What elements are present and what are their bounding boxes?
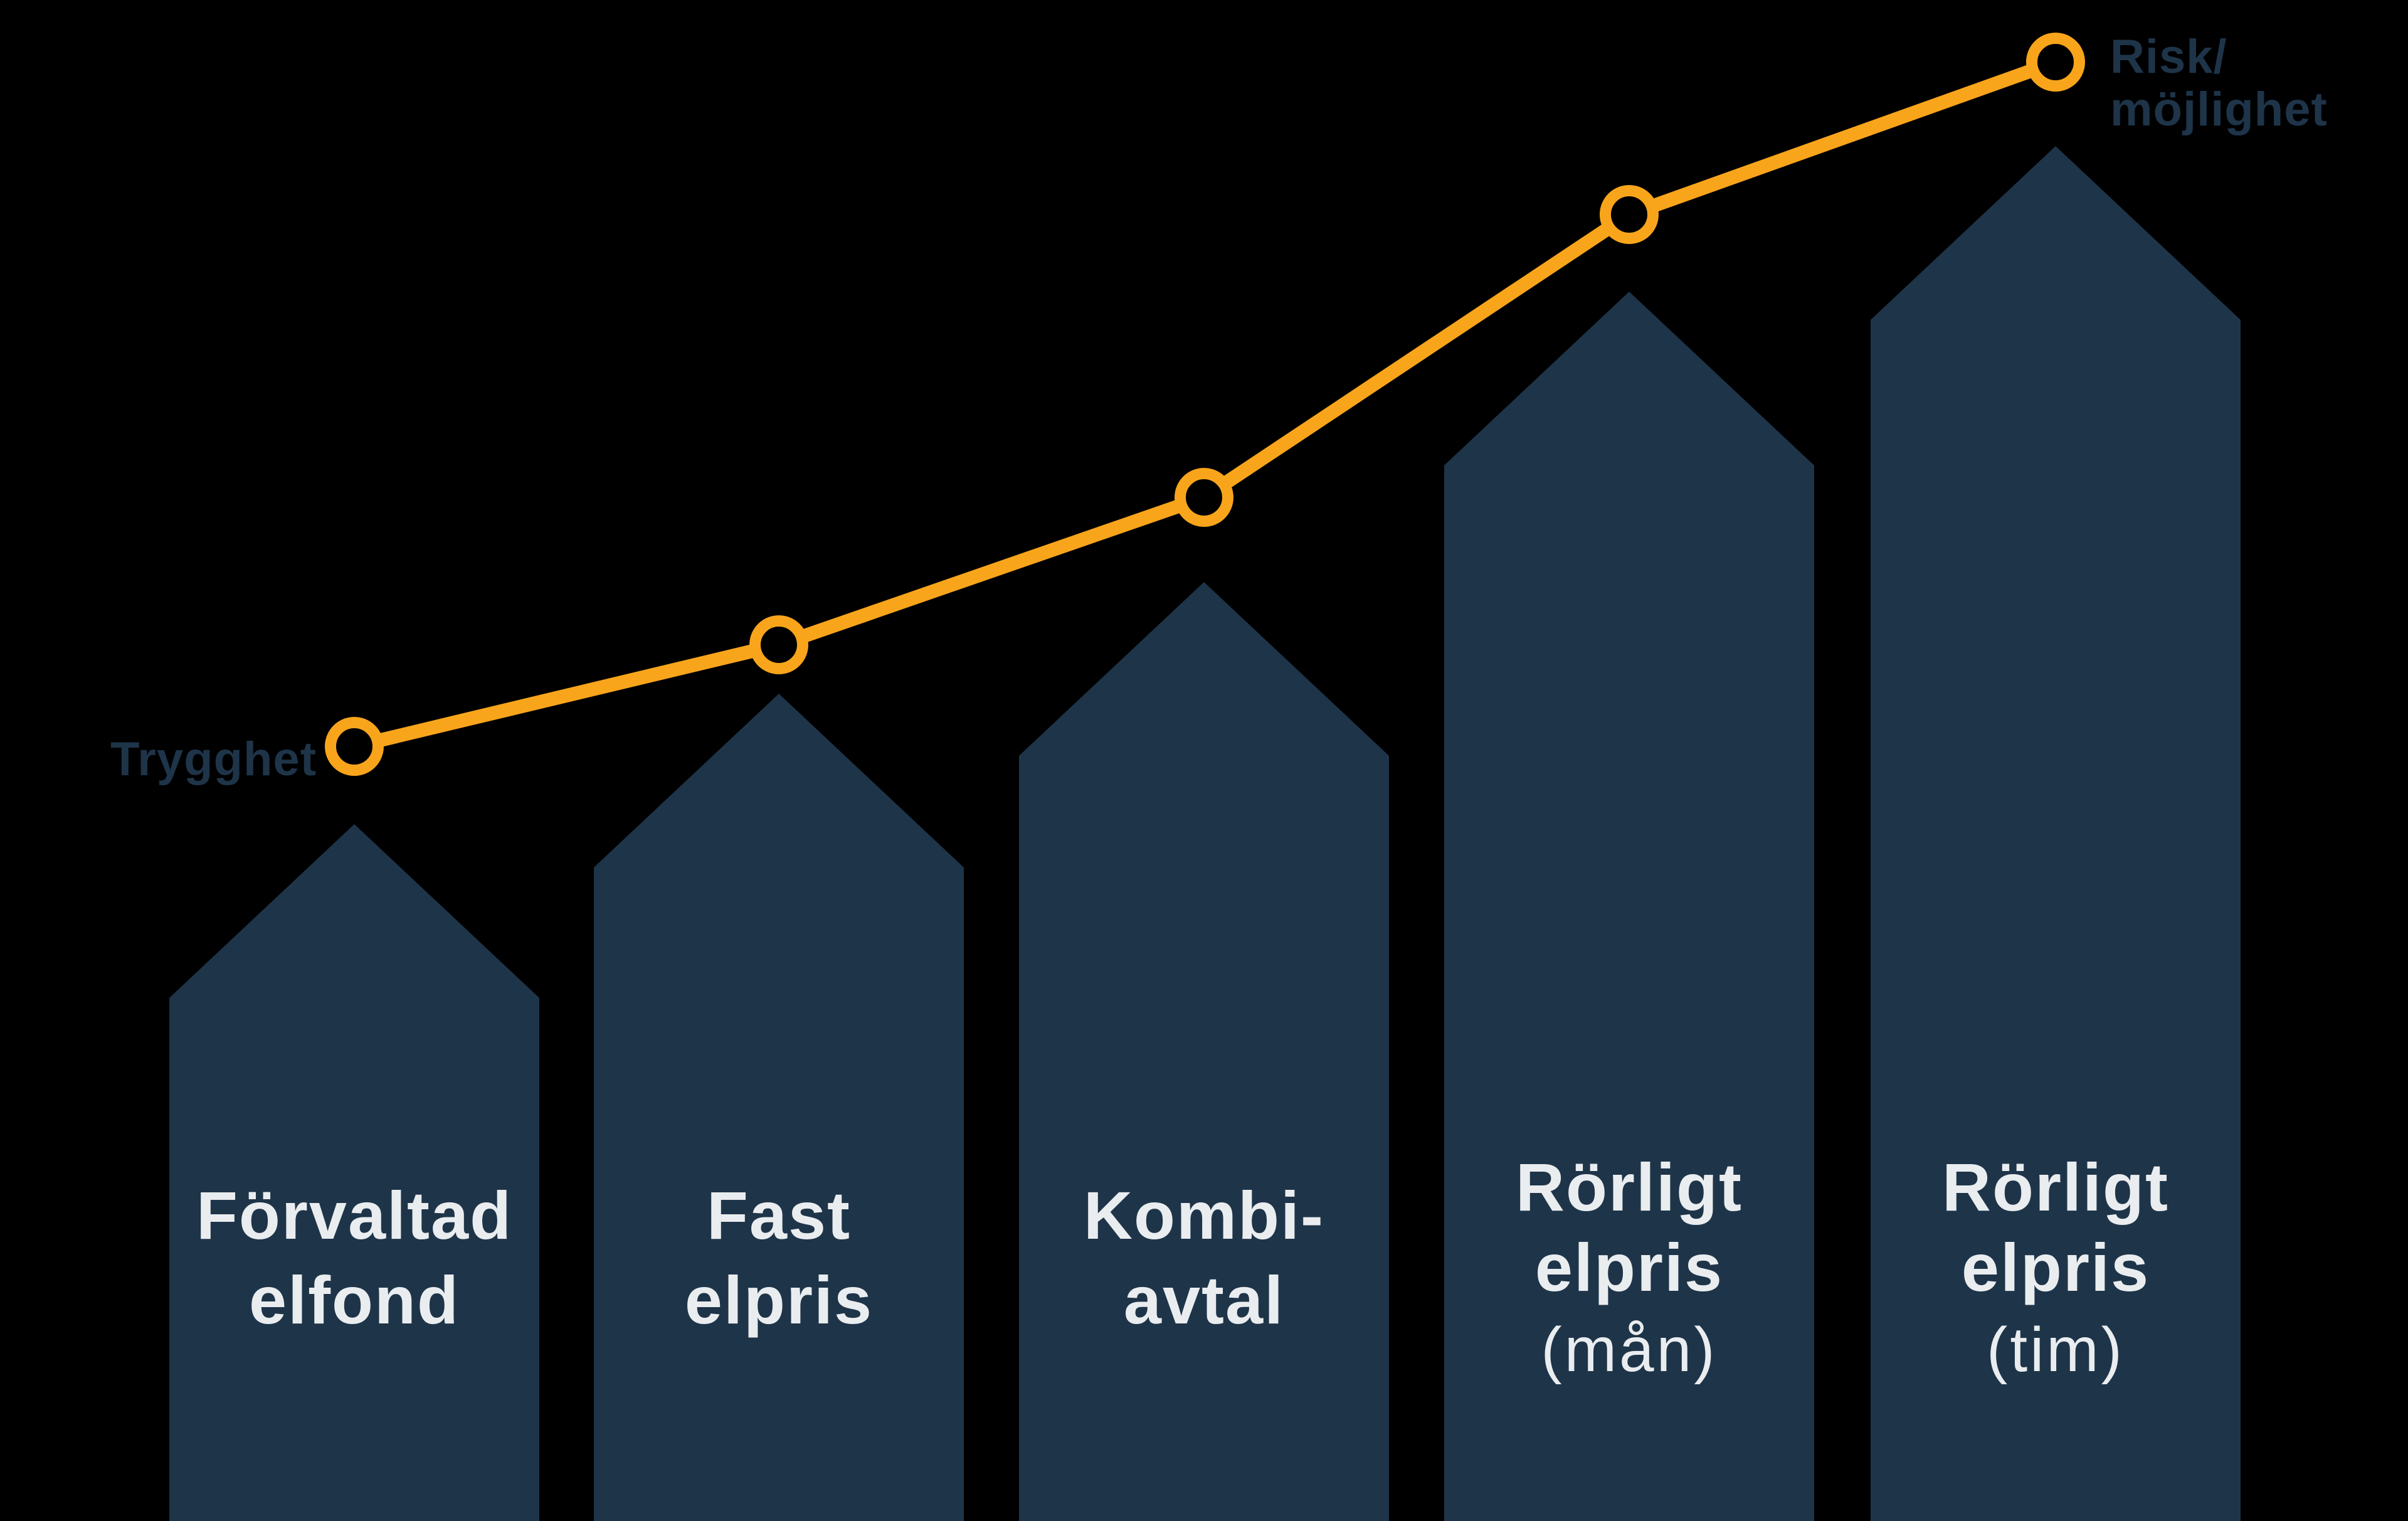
risk-label-line1: Risk/ xyxy=(2110,30,2227,83)
bar-4-label-line-2: elpris xyxy=(1535,1229,1723,1305)
bar-5-label-line-1: Rörligt xyxy=(1942,1149,2169,1225)
line-marker-2 xyxy=(749,615,808,674)
bar-2 xyxy=(594,694,964,1521)
line-marker-4 xyxy=(1600,185,1659,244)
bar-label-group: Förvaltad elfond Fast elpris Kombi-avtal Rörl… xyxy=(196,1149,2169,1385)
bar-4 xyxy=(1444,292,1814,1521)
bar-3-label-line-2: avtal xyxy=(1124,1262,1284,1338)
bar-2-label-line-1: Fast xyxy=(707,1177,851,1253)
line-marker-3 xyxy=(1175,468,1233,527)
bar-group xyxy=(169,146,2241,1521)
bar-4-label-line-3: (mån) xyxy=(1541,1315,1717,1385)
bar-3-label-line-1: Kombi- xyxy=(1084,1177,1324,1253)
marker-group xyxy=(325,33,2085,776)
bar-2-label-line-2: elpris xyxy=(685,1262,873,1338)
bar-5-label-line-2: elpris xyxy=(1962,1229,2150,1305)
bar-1-label-line-2: elfond xyxy=(249,1262,460,1338)
line-marker-5 xyxy=(2026,33,2085,92)
trygghet-label: Trygghet xyxy=(110,733,317,786)
bar-3 xyxy=(1019,582,1389,1521)
bar-1 xyxy=(169,824,539,1521)
risk-label-line2: möjlighet xyxy=(2110,83,2328,136)
bar-1-label-line-1: Förvaltad xyxy=(196,1177,512,1253)
line-marker-1 xyxy=(325,717,384,776)
bar-5-label-line-3: (tim) xyxy=(1987,1315,2125,1385)
bar-5 xyxy=(1871,146,2241,1521)
bar-4-label-line-1: Rörligt xyxy=(1516,1149,1743,1225)
